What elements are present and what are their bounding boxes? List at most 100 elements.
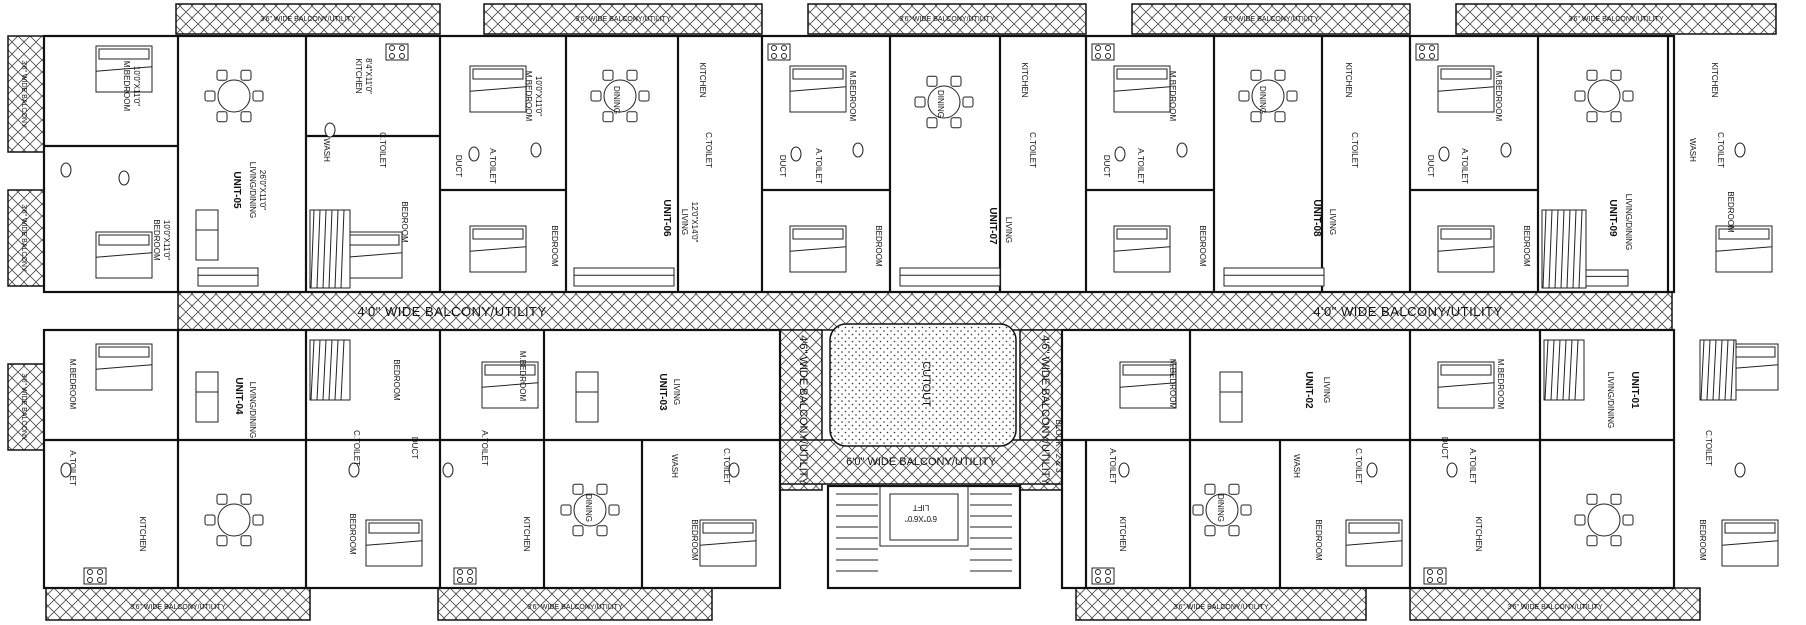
- room-label-dining-08: DINING: [1258, 86, 1267, 114]
- sofa: [197, 267, 259, 287]
- room-label-mbedroom-06: M.BEDROOM: [524, 71, 533, 122]
- bed-pillow: [1440, 364, 1492, 376]
- balcony-label-top-4: 3'6" WIDE BALCONY/UTILITY: [1223, 16, 1319, 23]
- room-label-atoilet-01: A.TOILET: [1468, 448, 1477, 484]
- dining-table: [603, 79, 637, 113]
- dining-chair: [204, 514, 216, 526]
- bed-sheet-line: [1113, 86, 1171, 92]
- room-label-bedroom-06: BEDROOM: [550, 225, 559, 267]
- balcony-label-top-1: 3'6" WIDE BALCONY/UTILITY: [260, 16, 356, 23]
- wc-icon: [1734, 462, 1746, 478]
- dining-chair: [240, 69, 252, 81]
- bed-sheet-line: [1119, 382, 1177, 388]
- balcony-label-top-5: 3'6" WIDE BALCONY/UTILITY: [1568, 16, 1664, 23]
- room-label-bedroom-01: BEDROOM: [1698, 519, 1707, 561]
- burner: [771, 45, 777, 51]
- dining-chair: [596, 525, 608, 537]
- balcony-label-bottom-3: 3'6" WIDE BALCONY/UTILITY: [1173, 604, 1269, 611]
- room-label-bedroom-2: BEDROOM: [400, 201, 409, 243]
- burner: [1429, 45, 1435, 51]
- balcony-label-bottom-2: 3'6" WIDE BALCONY/UTILITY: [527, 604, 623, 611]
- bed-sheet-line: [95, 252, 153, 258]
- bed-sheet-line: [1715, 246, 1773, 252]
- room-label-kitchen-01: KITCHEN: [1474, 516, 1483, 551]
- burner: [467, 569, 473, 575]
- dining-chair: [1610, 69, 1622, 81]
- bed-sheet-line: [95, 66, 153, 72]
- wc-icon: [530, 142, 542, 158]
- room-label-bedroom-07: BEDROOM: [874, 225, 883, 267]
- dining-chair: [560, 504, 572, 516]
- dining-chair: [1228, 525, 1240, 537]
- room-label-atoilet-06: A.TOILET: [488, 148, 497, 184]
- burner: [389, 53, 395, 59]
- room-label-dining-07: DINING: [936, 90, 945, 118]
- bed-pillow: [98, 234, 150, 246]
- room-label-bedroom-04b: BEDROOM: [348, 513, 357, 555]
- room-label-mbedroom-03: M.BEDROOM: [518, 351, 527, 402]
- wardrobe-hatch: [334, 339, 339, 401]
- bed: [95, 231, 153, 279]
- room-label-bedroom-04: BEDROOM: [392, 359, 401, 401]
- bed-sheet-line: [789, 246, 847, 252]
- room-label-atoilet-02: A.TOILET: [1108, 448, 1117, 484]
- bed-sheet-line: [95, 364, 153, 370]
- dining-chair: [608, 504, 620, 516]
- room-label-duct-03: DUCT: [410, 437, 419, 459]
- bed-pillow: [1440, 68, 1492, 80]
- bed-sheet-line: [1437, 382, 1495, 388]
- balcony-labels: 3'6" WIDE BALCONY/UTILITY 3'6" WIDE BALC…: [20, 16, 1664, 611]
- room-size-bedroom: 10'0"X11'0": [162, 220, 171, 260]
- room-label-mbedroom-07: M.BEDROOM: [848, 71, 857, 122]
- wardrobe-hatch: [1562, 339, 1567, 401]
- room-label-dining-03: DINING: [584, 494, 593, 522]
- room-label-wash-09: WASH: [1688, 138, 1697, 162]
- burner: [1437, 569, 1443, 575]
- bed-pillow: [98, 346, 150, 358]
- room-label-wash: WASH: [322, 138, 331, 162]
- unit-label-06: UNIT-06: [661, 199, 672, 237]
- dining-table: [1587, 79, 1621, 113]
- furniture: [60, 43, 1779, 585]
- bed-sheet-line: [469, 86, 527, 92]
- wardrobe-hatch: [1706, 339, 1711, 401]
- dining-table: [217, 79, 251, 113]
- room-label-kitchen-06: KITCHEN: [698, 62, 707, 97]
- balcony-label-side-3: 3'6" WIDE BALCONY: [20, 373, 27, 441]
- wc-icon: [60, 162, 72, 178]
- dining-chair: [216, 535, 228, 547]
- room-label-wash-03: WASH: [670, 454, 679, 478]
- room-label-mbedroom-01: M.BEDROOM: [1496, 359, 1505, 410]
- dining-table: [1251, 79, 1285, 113]
- wardrobe-hatch: [1568, 339, 1573, 401]
- room-size-livingdining: 26'0"X11'0": [258, 170, 267, 210]
- balcony-label-top-3: 3'6" WIDE BALCONY/UTILITY: [899, 16, 995, 23]
- room-label-duct-07: DUCT: [778, 155, 787, 177]
- room-label-livingdining-04: LIVING/DINING: [248, 382, 257, 438]
- wardrobe-hatch: [1544, 339, 1549, 401]
- unit-label-02: UNIT-02: [1303, 371, 1314, 409]
- unit-label-04: UNIT-04: [233, 377, 244, 415]
- dining-table: [573, 493, 607, 527]
- wardrobe-hatch: [1574, 339, 1579, 401]
- burner: [399, 45, 405, 51]
- room-labels: M.BEDROOM 10'0"X11'0" BEDROOM 10'0"X11'0…: [68, 58, 1735, 561]
- bed-sheet-line: [345, 252, 403, 258]
- room-label-atoilet-09: A.TOILET: [1460, 148, 1469, 184]
- bed-sheet-line: [1721, 540, 1779, 546]
- burner: [1095, 569, 1101, 575]
- dining-chair: [1610, 493, 1622, 505]
- balcony-label-side-1: 3'6" WIDE BALCONY: [20, 60, 27, 128]
- dining-chair: [1286, 90, 1298, 102]
- bed-sheet-line: [1437, 246, 1495, 252]
- room-label-ctoilet: C.TOILET: [378, 132, 387, 168]
- wc-icon: [1118, 462, 1130, 478]
- cutout: [829, 323, 1017, 447]
- dining-table: [1205, 493, 1239, 527]
- wardrobe: [1699, 339, 1737, 401]
- balcony-label-top-2: 3'6" WIDE BALCONY/UTILITY: [575, 16, 671, 23]
- dining-chair: [626, 111, 638, 123]
- room-label-bedroom: BEDROOM: [152, 219, 161, 261]
- room-label-livingdining: LIVING/DINING: [248, 162, 257, 218]
